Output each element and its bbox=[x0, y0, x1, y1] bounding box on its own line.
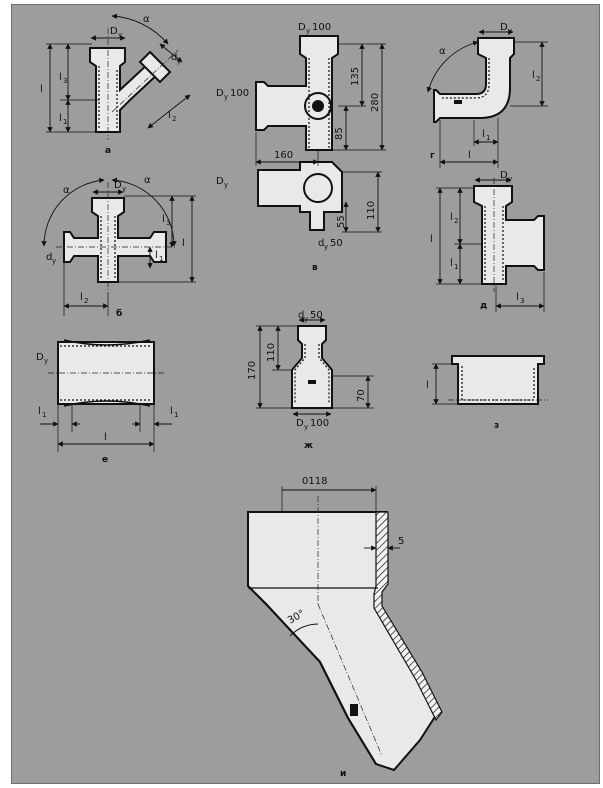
b-dy-small: d bbox=[46, 252, 52, 263]
a-alpha: α bbox=[143, 14, 150, 25]
a-l2: l bbox=[168, 110, 171, 121]
v-85: 85 bbox=[334, 127, 345, 140]
b-l: l bbox=[182, 238, 185, 249]
v-50: 50 bbox=[330, 238, 343, 249]
g-l2-sub: 2 bbox=[536, 75, 540, 83]
v-d-small: d bbox=[318, 238, 324, 249]
fitting-a-branch-45: D y α l l 3 l 1 d y l 2 а bbox=[40, 13, 191, 156]
d-dy-sub: y bbox=[508, 175, 512, 183]
b-alpha-right: α bbox=[144, 175, 151, 186]
fitting-d-tee: D y l l 2 l 1 l 3 д bbox=[430, 170, 545, 312]
fitting-e-coupling: D y l 1 l 1 l е bbox=[36, 339, 178, 465]
fitting-g-bend: D y α l 2 l 1 l г bbox=[426, 22, 548, 168]
g-l1-sub: 1 bbox=[486, 134, 490, 142]
b-l2: l bbox=[80, 292, 83, 303]
caption-zh: ж bbox=[304, 441, 313, 451]
caption-b: б bbox=[116, 308, 122, 319]
v-dy-mid: D bbox=[216, 176, 224, 187]
fitting-v-tee: D y 100 D y 100 135 280 85 160 D y 55 11… bbox=[216, 22, 386, 273]
e-l: l bbox=[104, 432, 107, 443]
i-0118: 0118 bbox=[302, 476, 327, 487]
caption-a: а bbox=[105, 146, 111, 156]
d-l2-sub: 2 bbox=[454, 217, 458, 225]
b-l1-sub: 1 bbox=[159, 255, 163, 263]
a-l3: l bbox=[59, 72, 62, 83]
e-l1-left-sub: 1 bbox=[42, 411, 46, 419]
v-d-small-sub: y bbox=[324, 243, 328, 251]
g-l: l bbox=[468, 150, 471, 161]
a-dy-branch: d bbox=[171, 52, 177, 63]
zh-70: 70 bbox=[356, 389, 367, 402]
b-dy-small-sub: y bbox=[52, 257, 56, 265]
v-160: 160 bbox=[274, 150, 293, 161]
d-l3-sub: 3 bbox=[520, 297, 524, 305]
fitting-b-cross: D y α α d y l l 3 l 1 l 2 б bbox=[41, 175, 196, 319]
v-top-100: 100 bbox=[312, 22, 331, 33]
v-left-dy-sub: y bbox=[224, 93, 228, 101]
caption-z: з bbox=[494, 421, 499, 431]
g-dy: D bbox=[500, 22, 508, 33]
d-l1-sub: 1 bbox=[454, 263, 458, 271]
caption-e: е bbox=[102, 455, 108, 465]
b-dy-label: D bbox=[114, 180, 122, 191]
a-l1: l bbox=[59, 113, 62, 124]
v-135: 135 bbox=[350, 67, 361, 86]
zh-170: 170 bbox=[247, 361, 258, 380]
a-l3-sub: 3 bbox=[63, 77, 67, 85]
a-l2-sub: 2 bbox=[172, 115, 176, 123]
fitting-z-plug: l з bbox=[426, 355, 548, 431]
e-dy-sub: y bbox=[44, 357, 48, 365]
zh-d-sub: y bbox=[304, 315, 308, 323]
caption-v: в bbox=[312, 263, 318, 273]
b-l1: l bbox=[155, 250, 158, 261]
b-l2-sub: 2 bbox=[84, 297, 88, 305]
e-l1-right: l bbox=[170, 406, 173, 417]
e-dy: D bbox=[36, 352, 44, 363]
b-l3: l bbox=[162, 214, 165, 225]
v-dy-mid-sub: y bbox=[224, 181, 228, 189]
a-l: l bbox=[40, 84, 43, 95]
d-dy: D bbox=[500, 170, 508, 181]
g-dy-sub: y bbox=[508, 27, 512, 35]
d-l2: l bbox=[450, 212, 453, 223]
zh-100: 100 bbox=[310, 418, 329, 429]
v-left-dy: D bbox=[216, 88, 224, 99]
d-l: l bbox=[430, 234, 433, 245]
zh-50: 50 bbox=[310, 310, 323, 321]
caption-i: и bbox=[340, 769, 346, 779]
g-l2: l bbox=[532, 70, 535, 81]
a-dy-branch-sub: y bbox=[177, 57, 181, 65]
caption-g: г bbox=[430, 151, 435, 161]
zh-110: 110 bbox=[266, 343, 277, 362]
zh-d: d bbox=[298, 310, 304, 321]
v-280: 280 bbox=[370, 93, 381, 112]
d-l1: l bbox=[450, 258, 453, 269]
v-110: 110 bbox=[366, 201, 377, 220]
i-wall-5: 5 bbox=[398, 536, 404, 547]
v-left-100: 100 bbox=[230, 88, 249, 99]
v-top-dy-sub: y bbox=[306, 27, 310, 35]
v-55: 55 bbox=[336, 215, 347, 228]
a-l1-sub: 1 bbox=[63, 118, 67, 126]
e-l1-right-sub: 1 bbox=[174, 411, 178, 419]
g-l1: l bbox=[482, 129, 485, 140]
b-alpha-left: α bbox=[63, 185, 70, 196]
b-dy-sub: y bbox=[122, 185, 126, 193]
a-dy-sub: y bbox=[118, 31, 122, 39]
g-alpha: α bbox=[439, 46, 446, 57]
z-l: l bbox=[426, 380, 429, 391]
v-top-dy: D bbox=[298, 22, 306, 33]
caption-d: д bbox=[480, 301, 487, 311]
zh-dy-sub: y bbox=[304, 423, 308, 431]
fitting-i-bend-30: 0118 5 30° и bbox=[247, 476, 443, 779]
d-l3: l bbox=[516, 292, 519, 303]
e-l1-left: l bbox=[38, 406, 41, 417]
b-l3-sub: 3 bbox=[166, 219, 170, 227]
zh-dy: D bbox=[296, 418, 304, 429]
fitting-zh-reducer: d y 50 170 110 70 D y 100 ж bbox=[247, 310, 374, 451]
a-dy-label: D bbox=[110, 26, 118, 37]
